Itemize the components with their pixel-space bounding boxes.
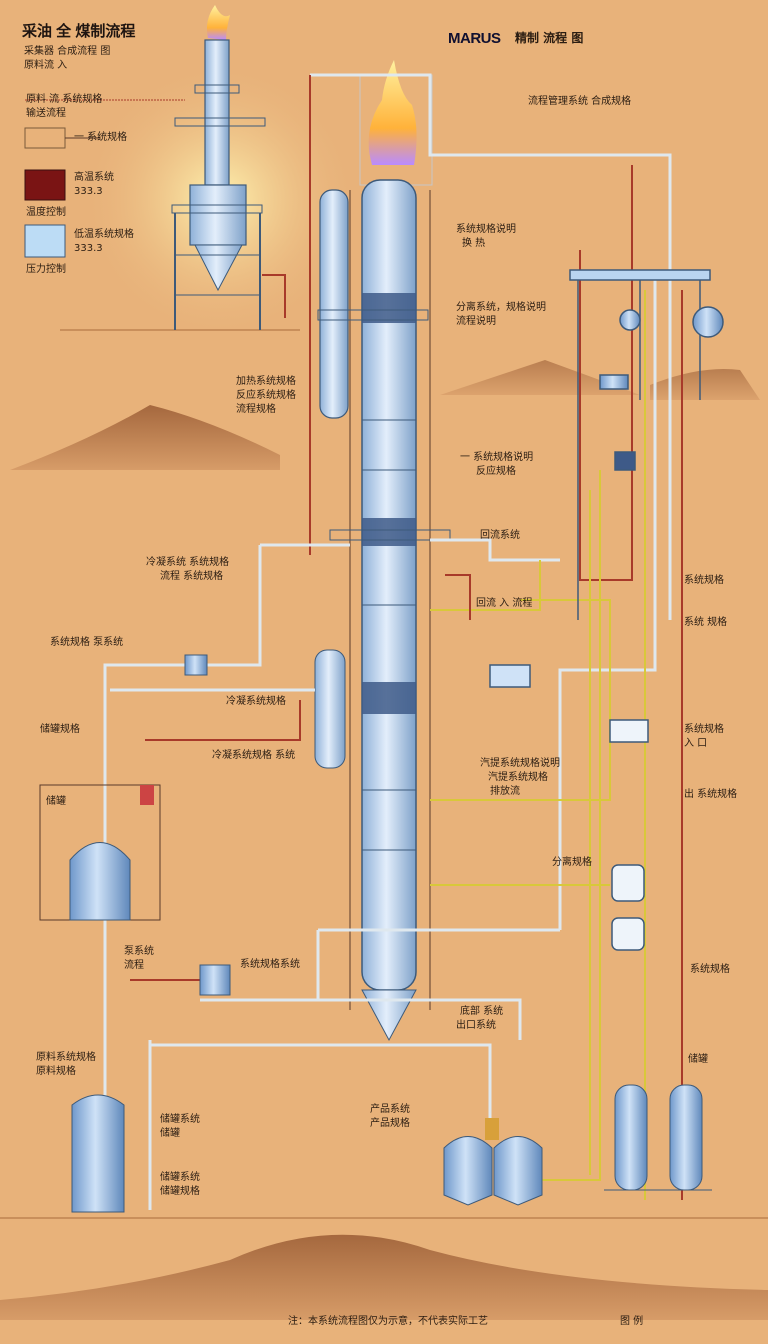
label-center-bottom2: 产品规格 [370, 1118, 410, 1129]
label-right-b2: 流程说明 [456, 316, 496, 327]
small-flame [206, 5, 230, 40]
subtitle-2: 原料流 入 [24, 60, 68, 71]
label-right-bottom: 储罐 [688, 1054, 708, 1065]
main-column [314, 179, 451, 1042]
legend [24, 99, 185, 258]
label-tank-bottom2: 储罐 [160, 1128, 180, 1139]
legend-line1-label: 原料 流 系统规格 [26, 94, 103, 105]
label-pipe-left1: 冷凝系统 系统规格 [146, 557, 230, 568]
legend-blue-value: 333.3 [74, 243, 103, 254]
label-box-tank: 储罐 [46, 796, 66, 807]
right-sphere [692, 306, 724, 338]
brand-name: MARUS [448, 30, 501, 47]
label-far-right5: 系统规格 [690, 964, 730, 975]
label-tank-bottom4: 储罐规格 [160, 1186, 200, 1197]
label-left-c3: 流程规格 [236, 404, 276, 415]
legend-red-value: 333.3 [74, 186, 103, 197]
label-mid-right: 一 系统规格说明 [460, 452, 534, 463]
legend-line1-sub: 输送流程 [26, 108, 66, 119]
label-left-c: 加热系统规格 [236, 376, 296, 387]
label-far-right4: 出 系统规格 [684, 789, 738, 800]
label-right-a: 系统规格说明 [456, 224, 516, 235]
main-flame [368, 60, 417, 165]
left-tank-unit [39, 654, 231, 996]
legend-blue-note: 压力控制 [26, 264, 66, 275]
side-vessel [319, 189, 349, 419]
label-far-right2: 系统 规格 [684, 617, 728, 628]
dune-bottom [0, 1234, 768, 1320]
label-left-bottom2: 原料规格 [36, 1066, 76, 1077]
label-left-c2: 反应系统规格 [236, 390, 296, 401]
footer-right: 图 例 [620, 1316, 644, 1327]
label-left-pump2b: 流程 [124, 960, 144, 971]
legend-swatch-blue [24, 224, 66, 258]
label-mid-right2: 反应规格 [476, 466, 516, 477]
label-mid-left: 冷凝系统规格 [226, 696, 286, 707]
label-left-pump2: 泵系统 [124, 946, 154, 957]
label-mid-right4: 汽提系统规格 [488, 772, 548, 783]
legend-swatch-red [24, 169, 66, 201]
dune-left [10, 405, 280, 470]
bottom-tanks [71, 1084, 712, 1213]
small-tower [171, 5, 286, 330]
dune-right2 [650, 369, 760, 400]
label-left-pump: 系统规格 泵系统 [50, 637, 124, 648]
label-top-right: 流程管理系统 合成规格 [528, 96, 632, 107]
label-pipe-right2: 回流 入 流程 [476, 598, 533, 609]
legend-line2-label: 一 系统规格 [74, 132, 128, 143]
label-tank-bottom3: 储罐系统 [160, 1172, 200, 1183]
label-mid-left2: 冷凝系统规格 系统 [212, 750, 296, 761]
legend-red-label: 高温系统 [74, 172, 114, 183]
label-far-right1: 系统规格 [684, 575, 724, 586]
legend-red-note: 温度控制 [26, 207, 66, 218]
label-right-a2: 换 热 [462, 238, 486, 249]
label-right-small: 分离规格 [552, 857, 592, 868]
label-pipe-left1b: 流程 系统规格 [160, 571, 224, 582]
label-far-right3: 系统规格 [684, 724, 724, 735]
label-left-bottom: 原料系统规格 [36, 1052, 96, 1063]
footer-note: 注：本系统流程图仅为示意，不代表实际工艺 [288, 1316, 488, 1327]
label-bottom-mid3: 出口系统 [456, 1020, 496, 1031]
label-bottom-mid2: 底部 系统 [460, 1006, 504, 1017]
right-structure [489, 269, 724, 951]
label-mid-right5: 排放流 [490, 786, 520, 797]
pipes [103, 73, 683, 1210]
label-right-b: 分离系统，规格说明 [456, 302, 546, 313]
label-pipe-right1: 回流系统 [480, 530, 520, 541]
legend-blue-label: 低温系统规格 [74, 229, 134, 240]
label-left-tank: 储罐规格 [40, 724, 80, 735]
label-center-bottom: 产品系统 [370, 1104, 410, 1115]
label-far-right3b: 入 口 [684, 738, 708, 749]
subtitle: 采集器 合成流程 图 [24, 46, 111, 57]
brand-subtitle: 精制 流程 图 [515, 31, 584, 45]
label-bottom-mid: 系统规格系统 [240, 959, 300, 970]
label-mid-right3: 汽提系统规格说明 [480, 758, 560, 769]
dune-right [440, 360, 640, 395]
label-tank-bottom1: 储罐系统 [160, 1114, 200, 1125]
page-title: 采油 全 煤制流程 [22, 23, 136, 40]
